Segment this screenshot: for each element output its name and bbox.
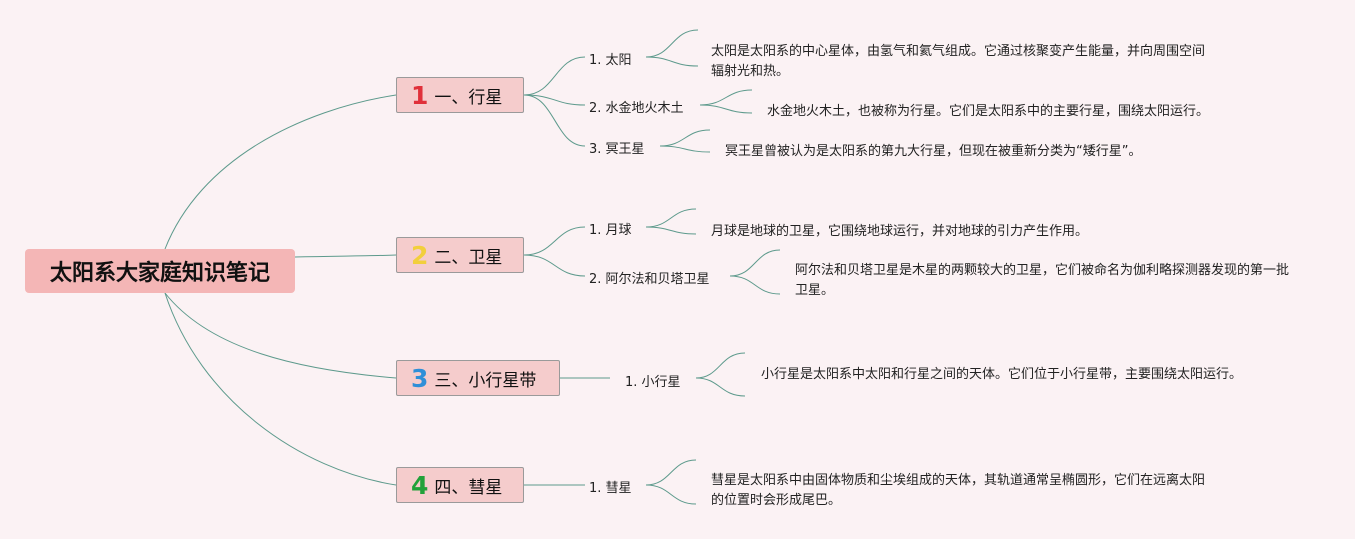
branch-topic-2[interactable]: 2 二、卫星 [396, 237, 524, 273]
link-b2-s2 [523, 254, 586, 277]
link-b2-s2-desc [729, 249, 781, 295]
note-1-2: 水金地火木土，也被称为行星。它们是太阳系中的主要行星，围绕太阳运行。 [767, 104, 1210, 119]
branch-2-label: 二、卫星 [434, 247, 503, 268]
branch-1-number-icon: 1 [411, 80, 429, 110]
branch-3-label: 三、小行星带 [434, 370, 537, 391]
link-b4-s1-desc [645, 459, 697, 505]
link-b2-s1-desc [645, 208, 697, 235]
subtopic-1-3[interactable]: 3. 冥王星 [589, 142, 645, 157]
link-root-branch-3 [164, 292, 397, 379]
link-root-branch-4 [164, 292, 397, 486]
note-1-1: 太阳是太阳系的中心星体，由氢气和氦气组成。它通过核聚变产生能量，并向周围空间辐射… [711, 44, 1206, 79]
branch-topic-3[interactable]: 3 三、小行星带 [396, 360, 560, 396]
link-b3-s1-desc [695, 352, 746, 397]
link-b1-s2 [523, 94, 586, 106]
branch-3-number-icon: 3 [411, 363, 429, 393]
subtopic-1-2[interactable]: 2. 水金地火木土 [589, 101, 684, 116]
link-b1-s1 [523, 56, 586, 96]
branch-4-number-icon: 4 [411, 470, 429, 500]
link-b1-s1-desc [645, 29, 699, 67]
subtopic-2-2[interactable]: 2. 阿尔法和贝塔卫星 [589, 272, 710, 287]
root-topic-title: 太阳系大家庭知识笔记 [49, 261, 270, 286]
link-root-branch-1 [164, 94, 397, 250]
link-root-branch-2 [294, 254, 397, 258]
branch-4-label: 四、彗星 [434, 477, 503, 498]
subtopic-4-1[interactable]: 1. 彗星 [589, 481, 632, 496]
note-3-1: 小行星是太阳系中太阳和行星之间的天体。它们位于小行星带，主要围绕太阳运行。 [761, 367, 1243, 382]
subtopic-3-1[interactable]: 1. 小行星 [625, 375, 681, 390]
branch-topic-1[interactable]: 1 一、行星 [396, 77, 524, 113]
subtopic-2-1[interactable]: 1. 月球 [589, 223, 632, 238]
link-b1-s3 [523, 94, 586, 147]
branch-1-label: 一、行星 [434, 87, 503, 108]
link-b2-s1 [523, 226, 586, 256]
link-b1-s2-desc [699, 89, 753, 114]
note-2-1: 月球是地球的卫星，它围绕地球运行，并对地球的引力产生作用。 [711, 224, 1089, 239]
note-2-2: 阿尔法和贝塔卫星是木星的两颗较大的卫星，它们被命名为伽利略探测器发现的第一批卫星… [795, 263, 1290, 298]
branch-topic-4[interactable]: 4 四、彗星 [396, 467, 524, 503]
note-4-1: 彗星是太阳系中由固体物质和尘埃组成的天体，其轨道通常呈椭圆形，它们在远离太阳的位… [711, 473, 1206, 508]
root-topic[interactable]: 太阳系大家庭知识笔记 [25, 249, 295, 293]
note-1-3: 冥王星曾被认为是太阳系的第九大行星，但现在被重新分类为“矮行星”。 [725, 144, 1142, 159]
link-b1-s3-desc [659, 129, 711, 153]
subtopic-1-1[interactable]: 1. 太阳 [589, 53, 632, 68]
branch-2-number-icon: 2 [411, 240, 429, 270]
